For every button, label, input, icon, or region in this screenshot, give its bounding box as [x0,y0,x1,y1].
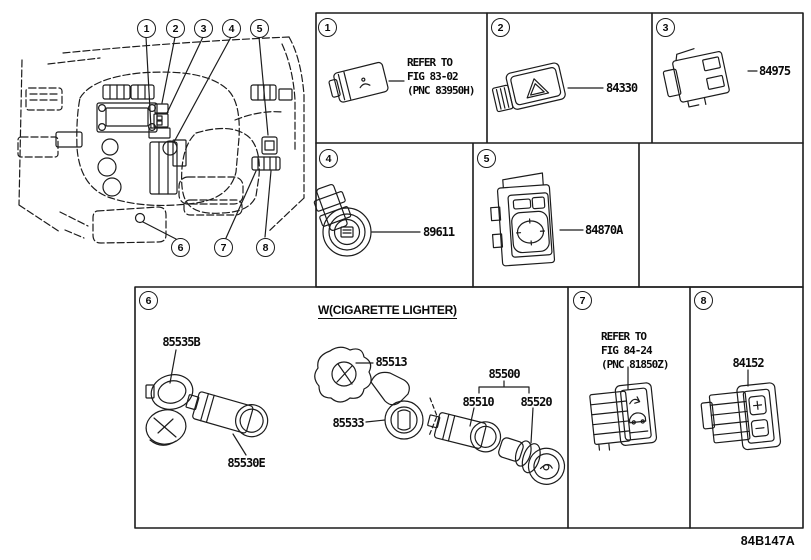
note-line: FIG 83-02 [407,70,459,83]
cell-2 [487,13,652,143]
part-drawing-refer-84-24 [589,366,658,451]
cell-1-number: 1 [324,21,331,34]
part-label-84152: 84152 [732,356,764,370]
callout-8-number: 8 [262,241,269,254]
part-drawing-84152 [700,369,782,451]
part-label-84330: 84330 [606,81,638,95]
refer-note-fig-83-02: REFER TO FIG 83-02 (PNC 83950H) [407,56,475,98]
cell-4 [316,143,473,287]
part-drawing-elbow-ring-85533 [365,371,438,440]
part-drawing-84870a [490,172,584,267]
cigarette-lighter-heading: W(CIGARETTE LIGHTER) [318,303,457,319]
cell-7-number: 7 [579,294,586,307]
callout-4: 4 [222,19,241,38]
callout-1: 1 [137,19,156,38]
cell-6-number: 6 [145,294,152,307]
callout-4-number: 4 [228,22,235,35]
cell-6 [135,287,568,528]
part-label-85513: 85513 [375,355,407,369]
cell-7 [568,287,690,528]
callout-2: 2 [166,19,185,38]
note-line: (PNC 81850Z) [601,358,669,371]
part-label-85510: 85510 [462,395,494,409]
dashboard-drawing [17,36,305,244]
part-drawing-hazard-switch [491,62,604,113]
cell-2-number: 2 [497,21,504,34]
callout-leader-lines [142,36,272,240]
cell-7-badge: 7 [573,291,592,310]
callout-7-number: 7 [220,241,227,254]
cell-2-badge: 2 [491,18,510,37]
cell-6-badge: 6 [139,291,158,310]
callout-2-number: 2 [172,22,179,35]
part-label-85520: 85520 [520,395,552,409]
note-line: (PNC 83950H) [407,84,475,97]
callout-3-number: 3 [200,22,207,35]
refer-note-fig-84-24: REFER TO FIG 84-24 (PNC 81850Z) [601,330,669,372]
cell-5 [473,143,639,287]
part-drawing-89611 [313,183,421,257]
cell-3-badge: 3 [656,18,675,37]
cell-5-badge: 5 [477,149,496,168]
part-label-84870a: 84870A [585,223,623,237]
part-drawing-retainer-85513 [314,346,374,403]
assembly-bracket-85500 [469,380,534,444]
cell-8-badge: 8 [694,291,713,310]
part-drawing-socket-85510 [427,412,502,453]
callout-5-number: 5 [256,22,263,35]
cell-4-number: 4 [325,152,332,165]
cell-8 [690,287,803,528]
part-drawing-cap-85535b [145,349,194,446]
part-label-85500: 85500 [488,367,520,381]
cell-8-number: 8 [700,294,707,307]
part-label-89611: 89611 [423,225,455,239]
part-label-84975: 84975 [759,64,791,78]
cell-3 [652,13,803,143]
note-line: FIG 84-24 [601,344,653,357]
callout-6-number: 6 [177,241,184,254]
part-label-85535b: 85535B [162,335,200,349]
callout-7: 7 [214,238,233,257]
part-drawing-knob-85520 [498,437,566,485]
cell-3-number: 3 [662,21,669,34]
part-drawing-socket-85530e [185,391,269,456]
note-line: REFER TO [601,330,647,343]
cell-4-badge: 4 [319,149,338,168]
callout-1-number: 1 [143,22,150,35]
note-line: REFER TO [407,56,453,69]
part-label-85530e: 85530E [227,456,265,470]
callout-6: 6 [171,238,190,257]
cell-1-badge: 1 [318,18,337,37]
cell-5-number: 5 [483,152,490,165]
figure-code: 84B147A [740,534,795,548]
part-drawing-84975 [662,48,758,108]
part-label-85533: 85533 [332,416,364,430]
callout-3: 3 [194,19,213,38]
grid-lines [134,12,804,529]
callout-5: 5 [250,19,269,38]
callout-8: 8 [256,238,275,257]
part-drawing-refer-83-02 [328,61,405,103]
